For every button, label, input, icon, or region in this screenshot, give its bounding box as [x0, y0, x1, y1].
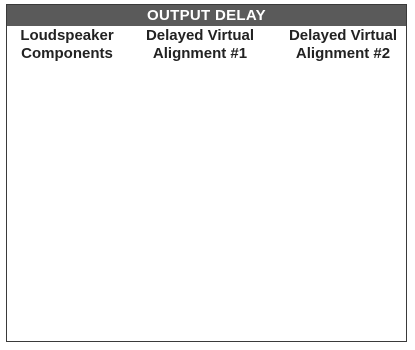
- column-header-line2: Alignment #1: [152, 45, 248, 62]
- diagram-title: OUTPUT DELAY: [7, 5, 406, 26]
- column-header-line2: Components: [21, 45, 113, 62]
- diagram-frame: OUTPUT DELAY: [6, 4, 407, 342]
- column-header-line1: Loudspeaker: [20, 27, 114, 44]
- column-header-delayed-alignment-2: Delayed Virtual Alignment #2: [283, 27, 403, 63]
- column-header-delayed-alignment-1: Delayed Virtual Alignment #1: [140, 27, 260, 63]
- column-header-line1: Delayed Virtual: [288, 27, 398, 44]
- column-header-line2: Alignment #2: [295, 45, 391, 62]
- column-header-loudspeaker-components: Loudspeaker Components: [7, 27, 127, 63]
- column-header-line1: Delayed Virtual: [145, 27, 255, 44]
